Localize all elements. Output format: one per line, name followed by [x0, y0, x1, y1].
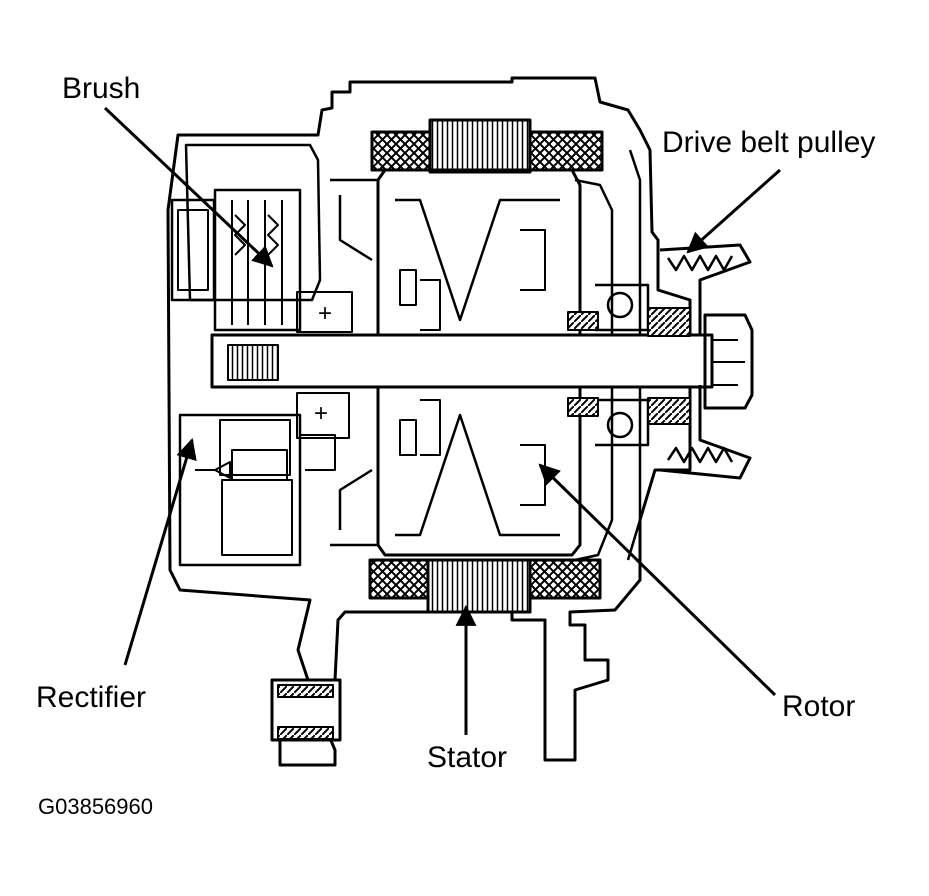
figure-code: G03856960 — [38, 794, 153, 819]
rectifier-arrow — [123, 437, 197, 666]
brush-holder — [170, 188, 302, 332]
drive-belt-pulley-arrow — [686, 168, 781, 254]
brush-arrow — [103, 106, 274, 268]
drive-belt-pulley — [659, 243, 754, 480]
mounting-lug — [270, 678, 342, 742]
leader-arrows — [103, 106, 781, 735]
rotor-core — [330, 168, 582, 557]
brush-label: Brush — [62, 72, 141, 105]
rectifier-assembly: + + — [178, 291, 353, 567]
rotor-label: Rotor — [782, 690, 856, 723]
svg-text:+: + — [318, 300, 332, 327]
rectifier-label: Rectifier — [36, 681, 147, 714]
stator-label: Stator — [427, 741, 508, 774]
drive-belt-pulley-label: Drive belt pulley — [662, 126, 876, 159]
rotor-arrow — [538, 463, 777, 697]
svg-text:+: + — [314, 400, 328, 427]
rotor-shaft — [210, 307, 714, 425]
stator-winding — [368, 118, 604, 614]
